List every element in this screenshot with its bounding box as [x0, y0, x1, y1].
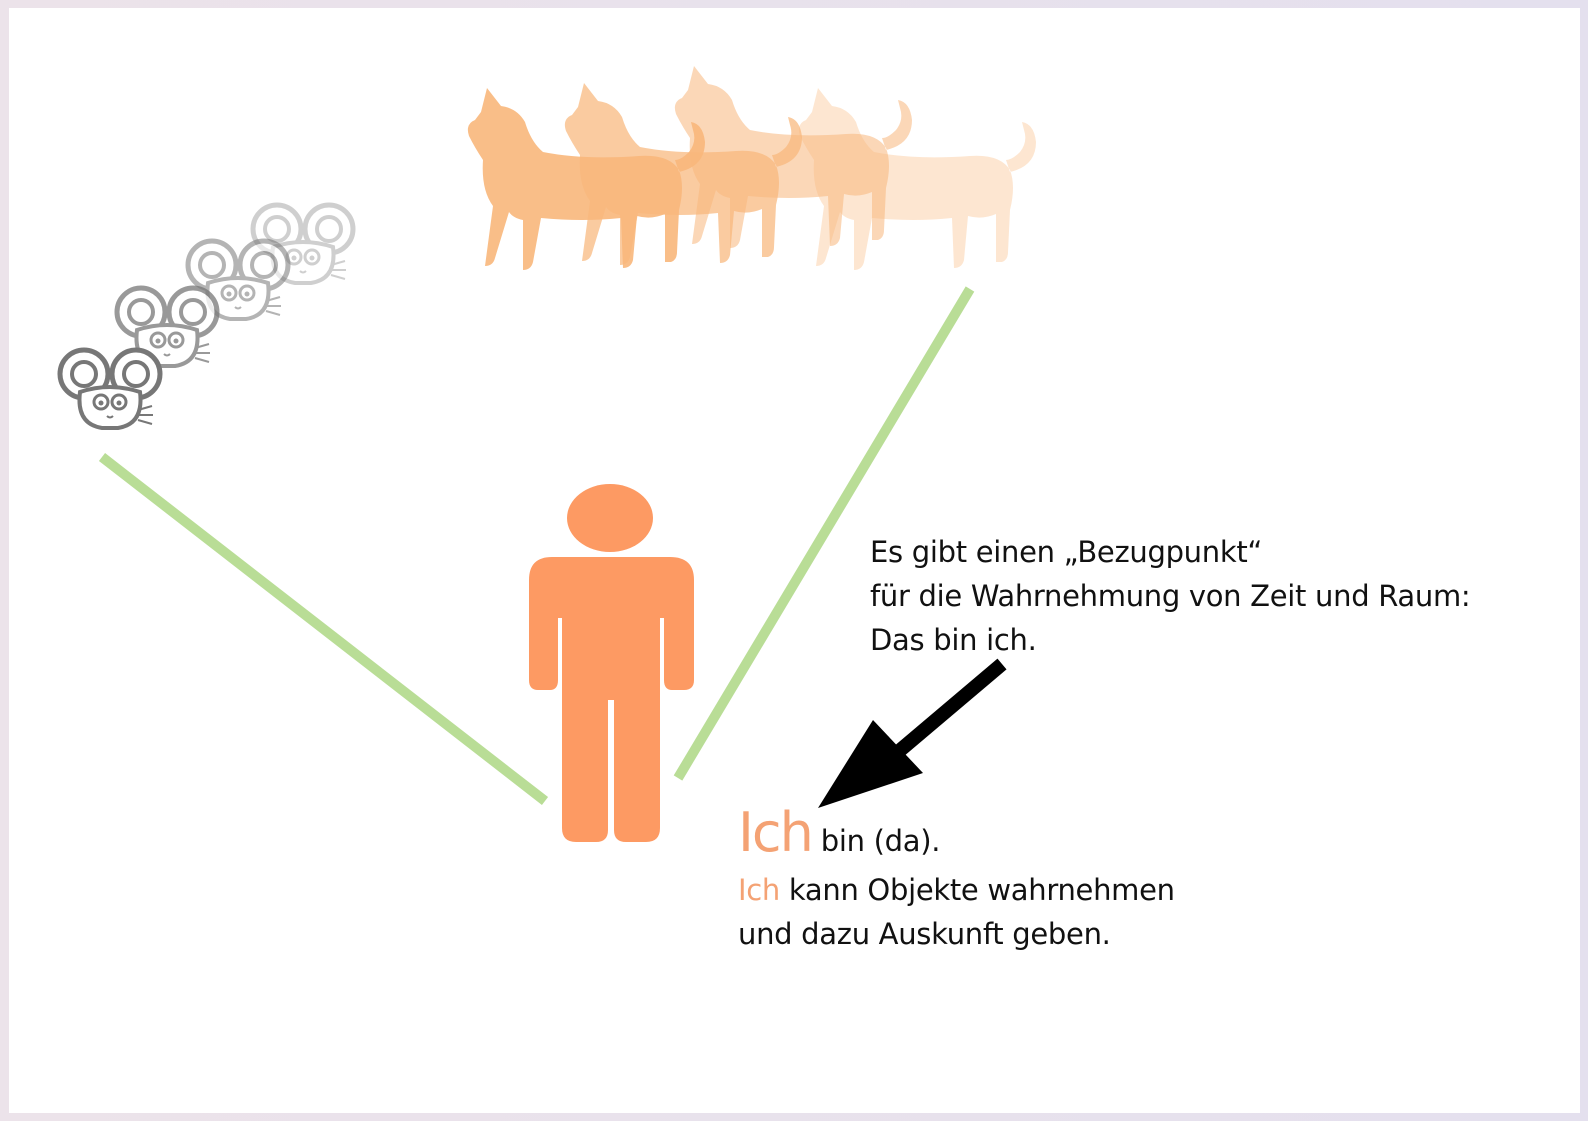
mouse-icon [60, 205, 353, 428]
annotation-top-line1: Es gibt einen „Bezugpunkt“ [870, 530, 1470, 574]
cat-icon [468, 66, 1036, 270]
annotation-top-line2: für die Wahrnehmung von Zeit und Raum: [870, 574, 1470, 618]
annotation-top-line3: Das bin ich. [870, 618, 1470, 662]
ich-large: Ich [738, 801, 812, 864]
ich-small: Ich [738, 873, 780, 907]
annotation-bottom: Ich bin (da). Ich kann Objekte wahrnehme… [738, 806, 1175, 956]
annotation-bottom-line3: und dazu Auskunft geben. [738, 912, 1175, 956]
sight-line-left [102, 457, 545, 801]
arrow-icon [818, 664, 1002, 808]
wahrnehmen-text: kann Objekte wahrnehmen [780, 873, 1175, 907]
annotation-bottom-line1: Ich bin (da). [738, 806, 1175, 868]
bin-da-text: bin (da). [812, 824, 940, 858]
person-icon [529, 484, 694, 842]
annotation-top: Es gibt einen „Bezugpunkt“ für die Wahrn… [870, 530, 1470, 662]
annotation-bottom-line2: Ich kann Objekte wahrnehmen [738, 868, 1175, 912]
